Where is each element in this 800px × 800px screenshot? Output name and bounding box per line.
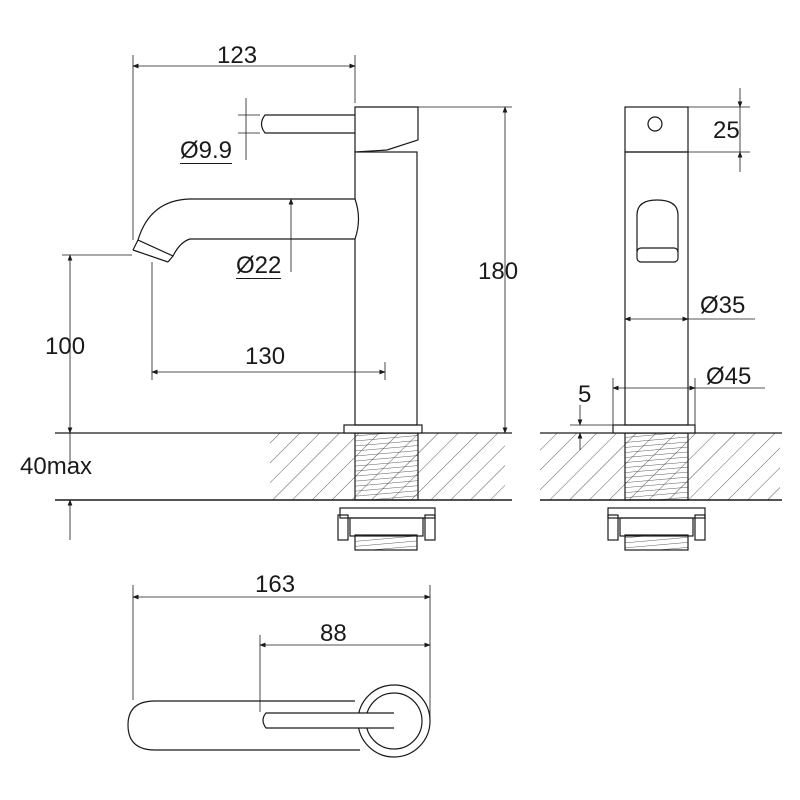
lever-length-label: 88	[320, 620, 347, 647]
body-diameter-label: Ø35	[700, 292, 746, 319]
top-view	[127, 585, 431, 758]
base-diameter-label: Ø45	[706, 363, 752, 390]
lever-diameter-label: Ø9.9	[180, 137, 233, 164]
spout-diameter-label: Ø22	[236, 252, 282, 279]
total-length-label: 163	[255, 571, 296, 598]
flange-height-label: 5	[578, 381, 592, 408]
reach-dimension-label: 130	[245, 343, 286, 370]
front-view	[55, 55, 512, 551]
spout-height-label: 100	[45, 333, 86, 360]
counter-thickness-label: 40max	[20, 453, 93, 480]
side-view	[540, 88, 782, 551]
height-dimension-label: 180	[478, 258, 519, 285]
handle-height-label: 25	[713, 117, 740, 144]
width-dimension-label: 123	[217, 42, 258, 69]
